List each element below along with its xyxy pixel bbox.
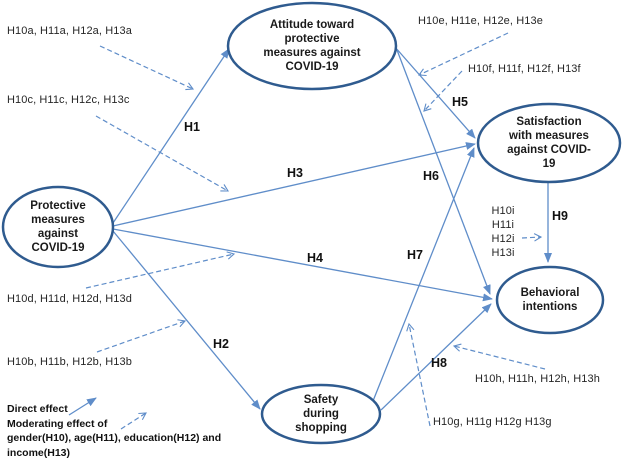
node-label-protective: Protective measures against COVID-19 [30,200,86,254]
legend-moderating-line1: Moderating effect of [7,417,108,430]
node-attitude-ellipse [226,1,398,91]
moderator-label-c: H10c, H11c, H12c, H13c [7,94,130,106]
moderator-label-b: H10b, H11b, H12b, H13b [7,356,132,368]
mod-arrow-c [95,115,229,192]
node-protective-ellipse [1,185,115,269]
node-safety-ellipse [260,383,382,445]
legend-direct-arrow [68,397,97,416]
node-label-attitude: Attitude toward protective measures agai… [263,19,361,73]
moderator-label-d: H10d, H11d, H12d, H13d [7,293,132,305]
legend-moderating-line2: gender(H10), age(H11), education(H12) an… [7,432,222,444]
node-behavioral-ellipse [495,265,605,335]
arrow-h8 [380,303,492,411]
mod-arrow-a [99,45,195,91]
mod-arrow-d [85,251,236,289]
hypothesis-label-h7: H7 [407,248,423,262]
hypothesis-label-h8: H8 [431,356,447,370]
legend-moderating-line3: income(H13) [7,446,71,459]
legend-moderating-arrow [120,412,147,430]
legend-direct-label: Direct effect [7,403,68,415]
legend: Direct effect Moderating effect of gende… [7,402,221,460]
node-satisfaction-ellipse [476,102,622,184]
moderator-label-i: H10i H11i H12i H13i [491,205,515,259]
arrow-h4 [112,228,493,302]
node-label-satisfaction: Satisfaction with measures against COVID… [507,116,591,170]
moderator-label-g: H10g, H11g H12g H13g [433,416,552,428]
mod-arrow-e [417,32,509,77]
arrow-h2 [112,230,261,410]
arrow-h1 [112,48,230,224]
moderator-label-h: H10h, H11h, H12h, H13h [475,373,600,385]
hypothesis-label-h4: H4 [307,251,323,265]
arrow-h3 [112,142,476,227]
hypothesis-label-h6: H6 [423,169,439,183]
hypothesis-label-h1: H1 [184,120,200,134]
mod-arrow-g [406,322,431,427]
arrow-h7 [372,147,475,402]
mod-arrow-h [452,343,546,370]
moderator-label-a: H10a, H11a, H12a, H13a [7,25,132,37]
hypothesis-label-h2: H2 [213,337,229,351]
hypothesis-label-h9: H9 [552,209,568,223]
hypothesis-label-h5: H5 [452,95,468,109]
hypothesis-label-h3: H3 [287,166,303,180]
arrow-h5 [394,46,476,139]
mod-arrow-f [423,70,463,112]
node-label-safety: Safety during shopping [295,394,347,434]
mod-arrow-i [521,233,543,242]
moderator-label-e: H10e, H11e, H12e, H13e [418,15,543,27]
arrow-h6 [396,49,491,295]
moderator-label-f: H10f, H11f, H12f, H13f [468,63,581,75]
mod-arrow-b [96,319,187,353]
node-label-behavioral: Behavioral intentions [520,287,580,313]
